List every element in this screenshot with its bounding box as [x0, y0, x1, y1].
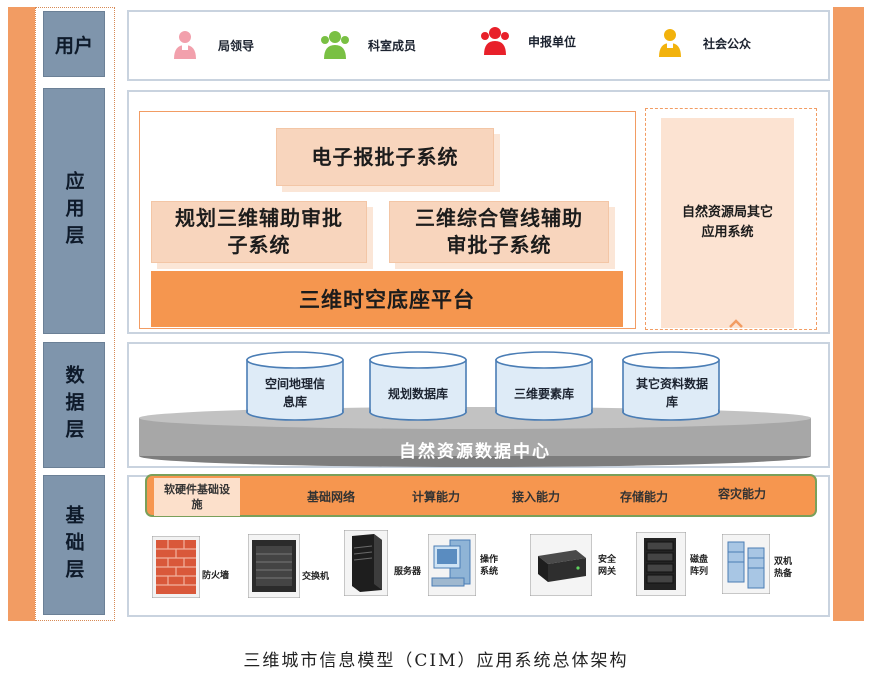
- hardware-firewall: 防火墙: [152, 536, 242, 600]
- hardware-switch: 交换机: [248, 534, 338, 600]
- layer-label-data-text: 数据层: [62, 364, 85, 446]
- data-center-label: 自然资源数据中心: [399, 442, 551, 462]
- spatiotemporal-platform-label: 三维时空底座平台: [299, 287, 475, 312]
- layer-label-application-text: 应用层: [62, 170, 85, 252]
- firewall-icon: [152, 536, 200, 598]
- planning-3d-subsystem: 规划三维辅助审批子系统: [151, 201, 367, 263]
- user-public: 社会公众: [655, 27, 751, 59]
- other-apps-label: 自然资源局其它应用系统: [681, 205, 773, 240]
- pipeline-3d-subsystem: 三维综合管线辅助审批子系统: [389, 201, 609, 263]
- infrastructure-base-label: 软硬件基础设施: [164, 483, 230, 511]
- right-edge-bar: [833, 7, 864, 621]
- hardware-label: 安全网关: [598, 555, 617, 577]
- dual-host-icon: [722, 534, 770, 594]
- e-approval-subsystem: 电子报批子系统: [276, 128, 494, 186]
- figure-caption: 三维城市信息模型（CIM）应用系统总体架构: [243, 651, 629, 671]
- user-label: 申报单位: [528, 34, 577, 49]
- switch-icon: [248, 534, 300, 598]
- capability-bar: [145, 474, 817, 517]
- hardware-label: 交换机: [302, 572, 330, 582]
- layer-label-infrastructure-text: 基础层: [62, 504, 85, 586]
- layer-label-application: 应用层: [43, 88, 105, 334]
- user-panel: [127, 10, 830, 81]
- other-apps-box: 自然资源局其它应用系统: [661, 118, 794, 328]
- database-cylinder: 规划数据库: [369, 351, 467, 421]
- database-label: 三维要素库: [513, 387, 574, 401]
- user-leader: 局领导: [170, 29, 254, 61]
- left-edge-bar: [8, 7, 35, 621]
- disk-array-icon: [636, 532, 686, 596]
- database-label: 其它资料数据库: [636, 377, 709, 409]
- hardware-server: 服务器: [344, 530, 434, 600]
- layer-label-user: 用户: [43, 11, 105, 77]
- e-approval-subsystem-label: 电子报批子系统: [311, 144, 459, 169]
- caret-up-icon: [729, 319, 743, 328]
- user-label: 局领导: [218, 38, 255, 53]
- hardware-disk-array: 磁盘阵列: [636, 532, 726, 600]
- capability-label: 存储能力: [620, 490, 669, 504]
- capability-label: 容灾能力: [718, 487, 767, 501]
- hardware-dual-host: 双机热备: [722, 534, 812, 600]
- hardware-security-gateway: 安全网关: [530, 534, 630, 600]
- server-icon: [344, 530, 388, 596]
- person-group-icon: [481, 27, 509, 55]
- hardware-label: 操作系统: [480, 555, 499, 577]
- capability-label: 接入能力: [512, 490, 561, 504]
- hardware-label: 防火墙: [202, 571, 230, 581]
- layer-label-infrastructure: 基础层: [43, 475, 105, 615]
- infrastructure-base-box: 软硬件基础设施: [154, 478, 240, 516]
- data-center-platform: [139, 407, 811, 467]
- layer-label-data: 数据层: [43, 342, 105, 468]
- database-label: 规划数据库: [387, 387, 448, 401]
- security-gateway-icon: [530, 534, 592, 596]
- planning-3d-subsystem-label: 规划三维辅助审批子系统: [175, 206, 343, 257]
- database-cylinder: 空间地理信息库: [246, 351, 344, 421]
- application-core-frame: [139, 111, 636, 329]
- person-group-icon: [659, 29, 681, 57]
- spatiotemporal-platform: 三维时空底座平台: [151, 271, 623, 327]
- os-workstation-icon: [428, 534, 476, 596]
- pipeline-3d-subsystem-label: 三维综合管线辅助审批子系统: [415, 206, 583, 257]
- layer-column-frame: [35, 7, 115, 621]
- user-applicant: 申报单位: [480, 25, 576, 57]
- database-label: 空间地理信息库: [264, 377, 325, 409]
- database-cylinder: 其它资料数据库: [622, 351, 720, 421]
- user-staff: 科室成员: [320, 29, 416, 61]
- other-apps-frame: [645, 108, 817, 330]
- user-label: 科室成员: [368, 38, 417, 53]
- hardware-os: 操作系统: [428, 534, 524, 600]
- capability-label: 计算能力: [412, 490, 461, 504]
- hardware-label: 双机热备: [774, 557, 793, 579]
- user-label: 社会公众: [703, 36, 752, 51]
- person-group-icon: [174, 31, 196, 59]
- database-cylinder: 三维要素库: [495, 351, 593, 421]
- hardware-label: 服务器: [394, 567, 422, 577]
- person-group-icon: [321, 31, 349, 59]
- capability-label: 基础网络: [307, 490, 356, 504]
- layer-label-user-text: 用户: [54, 34, 93, 57]
- hardware-label: 磁盘阵列: [690, 555, 709, 577]
